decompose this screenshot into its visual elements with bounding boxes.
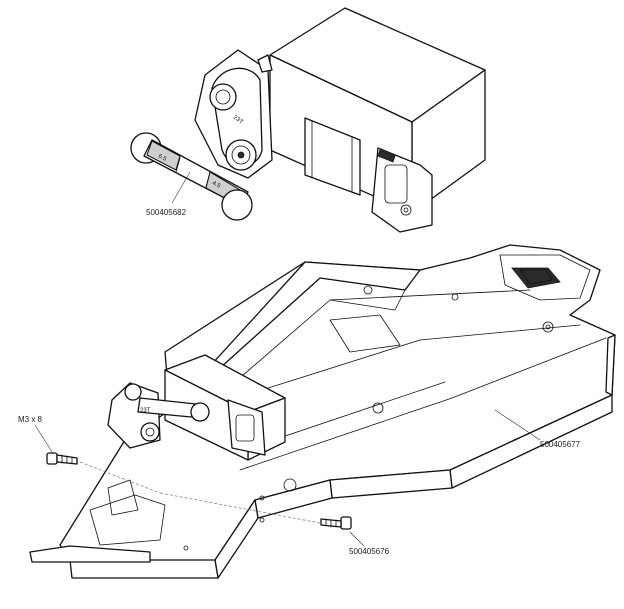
svg-text:6.5: 6.5 <box>157 153 168 163</box>
svg-text:4.5: 4.5 <box>211 180 222 190</box>
part-number-chassis: 500405677 <box>540 440 581 449</box>
svg-text:23T: 23T <box>140 408 151 414</box>
part-number-screw: 500405676 <box>349 547 390 556</box>
part-number-link-rod: 500405682 <box>146 208 187 217</box>
screw-right <box>320 516 352 530</box>
svg-text:23T: 23T <box>232 115 244 126</box>
screw-size-label: M3 x 8 <box>18 415 43 424</box>
servo-top: 23T <box>194 7 486 233</box>
servo-link-rod: 6.5 4.5 <box>130 132 253 221</box>
servo-installed: 23T <box>107 354 286 461</box>
screw-left <box>46 452 78 465</box>
